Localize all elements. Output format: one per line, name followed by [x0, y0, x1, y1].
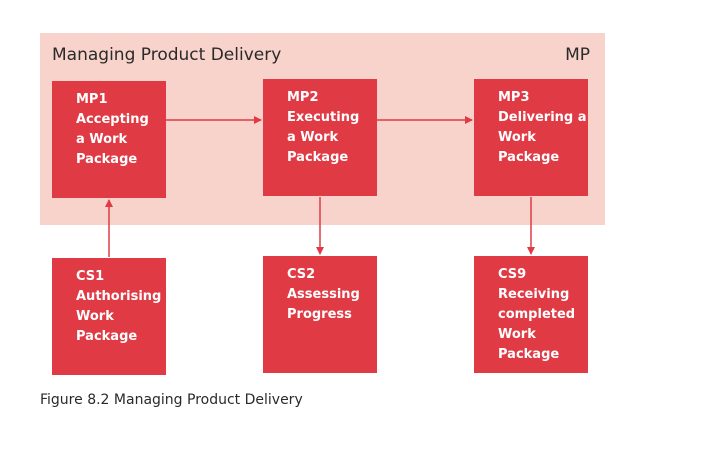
- process-label-line: Package: [76, 152, 138, 167]
- process-box-mp3: MP3 Delivering a Work Package: [474, 79, 588, 196]
- process-label-line: Package: [498, 150, 560, 165]
- process-label-line: Work: [498, 327, 536, 342]
- group-title: Managing Product Delivery: [52, 45, 282, 65]
- process-label-line: completed: [498, 307, 576, 322]
- process-label-line: Progress: [287, 307, 352, 322]
- process-code: CS9: [498, 267, 527, 282]
- process-label-line: Delivering a: [498, 110, 587, 125]
- process-label-line: Work: [76, 309, 114, 324]
- process-code: CS2: [287, 267, 316, 282]
- group-code: MP: [565, 45, 590, 65]
- process-label-line: Package: [498, 347, 560, 362]
- process-label-line: Package: [287, 150, 349, 165]
- figure-caption: Figure 8.2 Managing Product Delivery: [40, 392, 303, 408]
- process-code: MP3: [498, 90, 530, 105]
- process-label-line: Assessing: [287, 287, 360, 302]
- process-box-cs9: CS9 Receiving completed Work Package: [474, 256, 588, 373]
- process-box-mp1: MP1 Accepting a Work Package: [52, 81, 166, 198]
- process-code: CS1: [76, 269, 105, 284]
- process-label-line: a Work: [287, 130, 339, 145]
- process-box-cs1: CS1 Authorising Work Package: [52, 258, 166, 375]
- process-label-line: Package: [76, 329, 138, 344]
- process-label-line: a Work: [76, 132, 128, 147]
- process-box-cs2: CS2 Assessing Progress: [263, 256, 377, 373]
- process-code: MP2: [287, 90, 319, 105]
- process-label-line: Authorising: [76, 289, 162, 304]
- process-label-line: Accepting: [76, 112, 149, 127]
- process-code: MP1: [76, 92, 108, 107]
- process-label-line: Executing: [287, 110, 360, 125]
- process-label-line: Receiving: [498, 287, 570, 302]
- process-label-line: Work: [498, 130, 536, 145]
- process-box-mp2: MP2 Executing a Work Package: [263, 79, 377, 196]
